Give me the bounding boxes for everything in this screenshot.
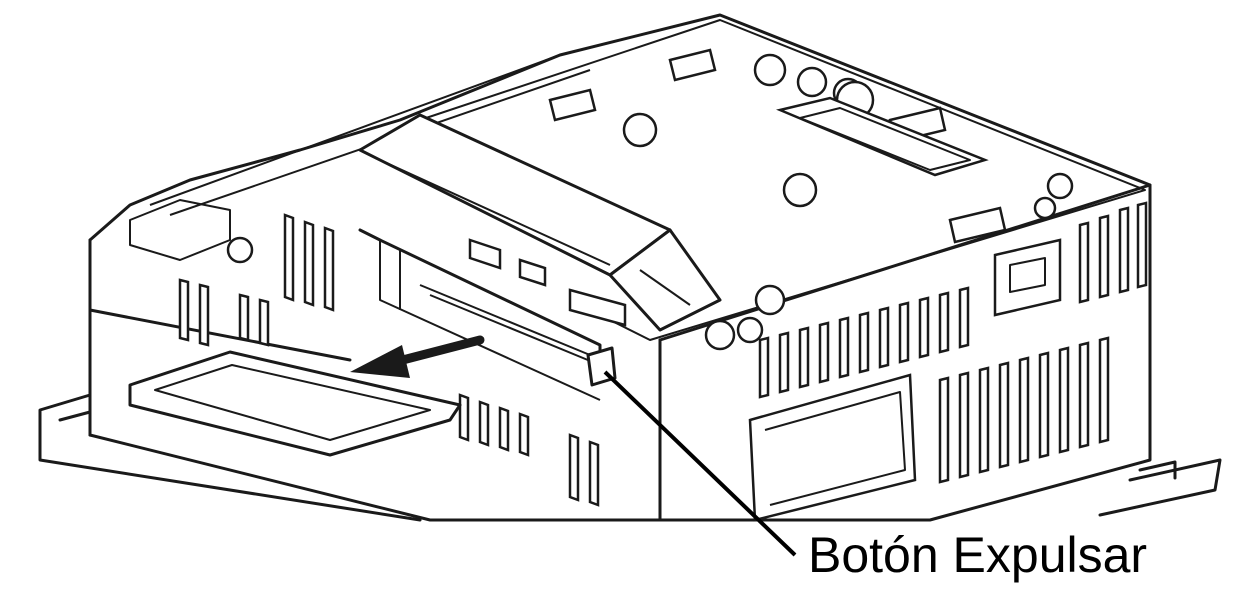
vent-slots-right <box>748 201 1148 522</box>
callout-label: Botón Expulsar <box>808 527 1147 583</box>
top-cover-plate <box>419 19 1146 351</box>
callout-leader-line <box>603 370 797 557</box>
eject-direction-arrow <box>350 335 485 378</box>
memory-card <box>128 350 462 457</box>
vent-slots-left <box>129 199 600 507</box>
card-slot-compartment <box>358 113 1062 401</box>
